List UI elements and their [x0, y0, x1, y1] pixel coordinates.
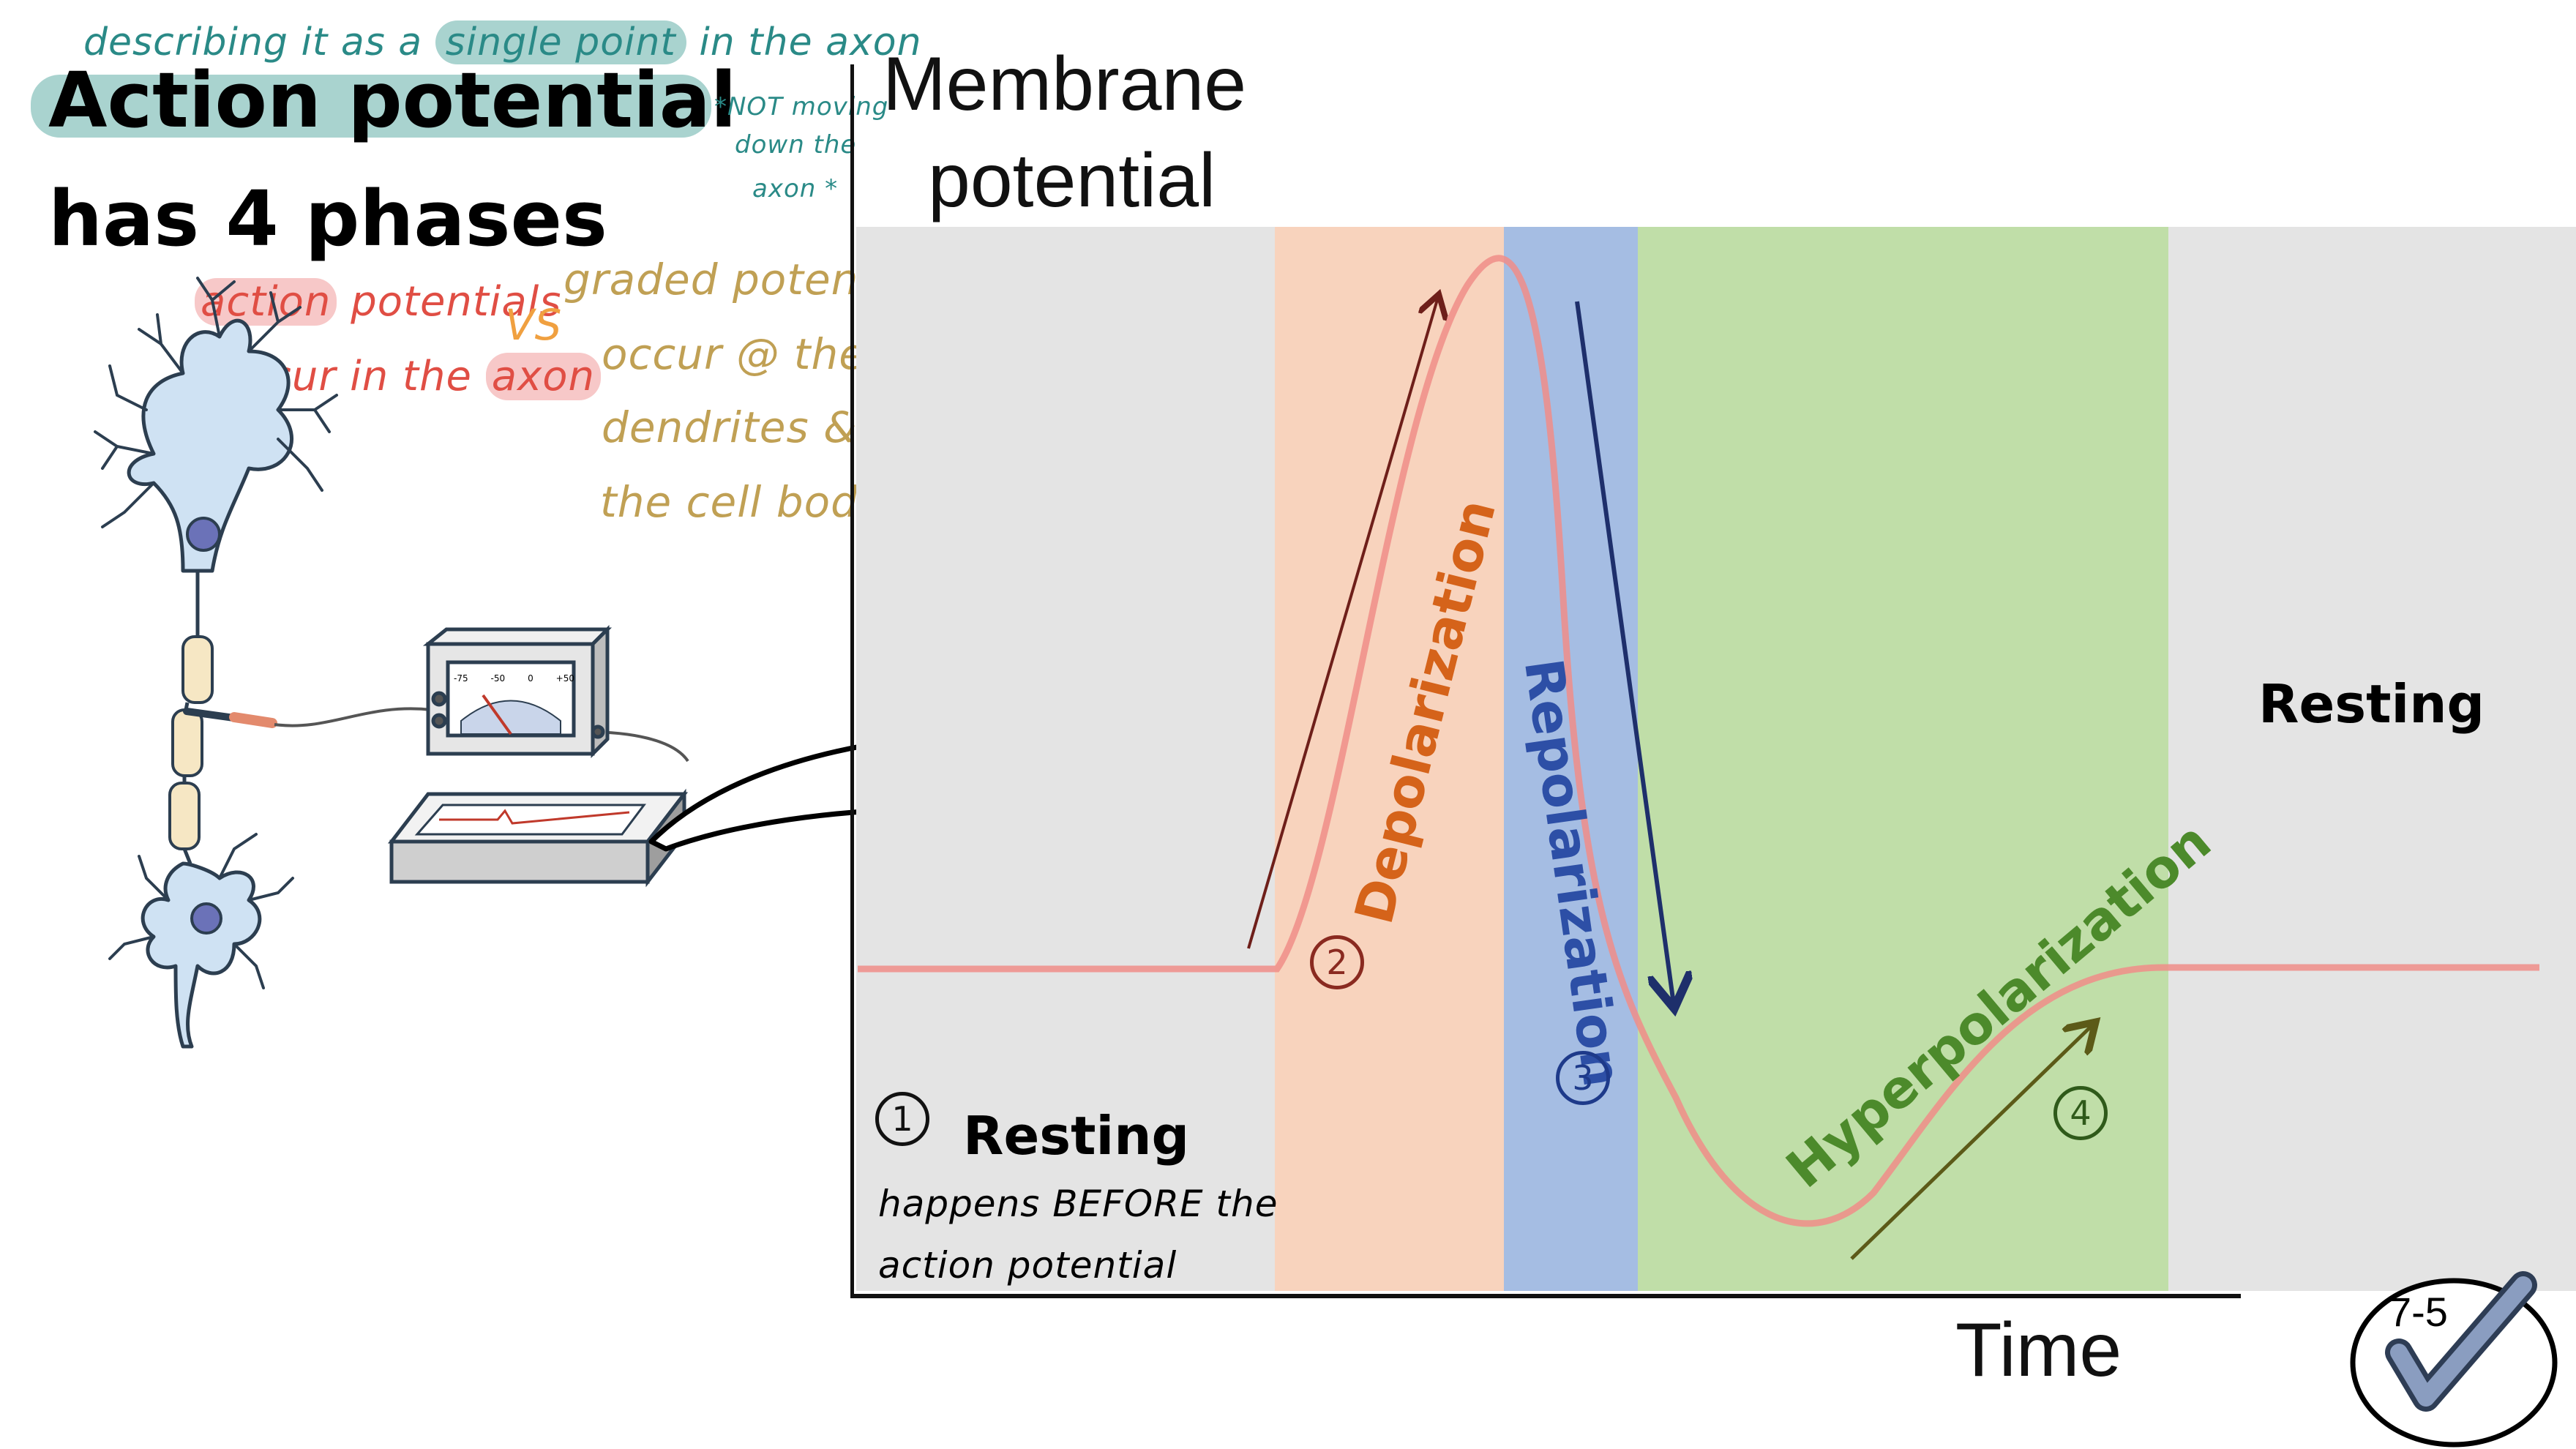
meter-tick-label: 0 — [528, 673, 533, 684]
repolarization-arrow — [1575, 301, 1674, 1004]
probe-wire — [274, 707, 433, 727]
x-axis-label: Time — [1955, 1308, 2122, 1393]
resting-note-2: action potential — [878, 1244, 1177, 1287]
phase-band-depolarization — [1275, 227, 1504, 1291]
not-moving-note-3: axon * — [752, 174, 839, 203]
meter-tick-label: -50 — [490, 673, 506, 684]
phase-number-4: 4 — [2053, 1086, 2108, 1140]
single-point-pre: describing it as a — [83, 20, 423, 64]
neuron-bottom-nucleus — [190, 902, 222, 935]
action-highlight: action — [195, 278, 337, 326]
y-axis — [850, 64, 854, 1298]
y-axis-label-line2: potential — [928, 138, 1216, 223]
graded-note-4: the cell body — [600, 477, 885, 527]
phase-number-3: 3 — [1556, 1051, 1610, 1105]
neuron-top-nucleus — [186, 517, 221, 552]
hyperpolarization-arrow — [1850, 1025, 2093, 1260]
phase-band-repolarization — [1504, 227, 1638, 1291]
depolarization-arrow — [1247, 297, 1438, 949]
title-highlight — [31, 75, 711, 138]
phase-number-2: 2 — [1310, 935, 1364, 989]
vs-text: VS — [505, 300, 563, 350]
y-axis-label-line1: Membrane — [883, 42, 1247, 127]
meter-scale: -75 -50 0 +50 — [454, 673, 574, 684]
page-title: Action potential — [48, 56, 737, 145]
resting-note-1: happens BEFORE the — [878, 1183, 1278, 1225]
axon-highlight: axon — [485, 353, 601, 400]
single-point-post: in the axon — [699, 20, 922, 64]
single-point-highlight: single point — [435, 20, 686, 64]
graded-note-3: dendrites & — [602, 402, 858, 452]
voltmeter — [422, 624, 613, 759]
resting-label-right: Resting — [2258, 673, 2485, 735]
resting-label-left: Resting — [963, 1105, 1190, 1167]
graded-note-2: occur @ the — [602, 329, 866, 379]
single-point-note: describing it as a single point in the a… — [83, 20, 922, 64]
slide-number-badge: 7-5 — [2389, 1289, 2448, 1335]
meter-tick-label: -75 — [454, 673, 468, 684]
page-subtitle: has 4 phases — [48, 174, 607, 263]
not-moving-note-1: *NOT moving — [714, 92, 889, 121]
phase-band-resting-right — [2168, 227, 2576, 1291]
chart-recorder — [387, 788, 689, 888]
action-potentials-text: potentials — [351, 278, 562, 326]
phase-number-1: 1 — [875, 1092, 929, 1146]
action-potential-note-1: action potentials — [195, 278, 561, 326]
not-moving-note-2: down the — [735, 130, 857, 160]
x-axis — [850, 1294, 2241, 1298]
membrane-potential-curve — [858, 255, 2539, 1227]
meter-tick-label: +50 — [555, 673, 574, 684]
